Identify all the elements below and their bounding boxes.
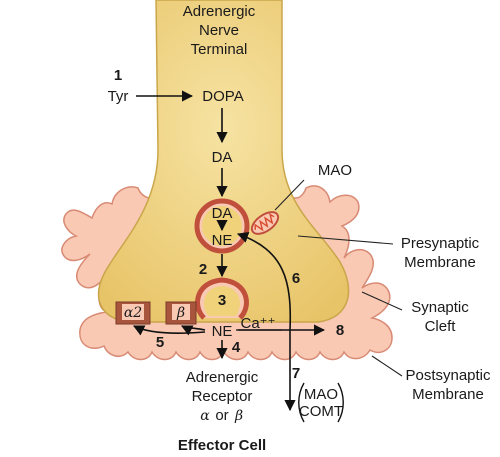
step-6-label: 6: [292, 270, 300, 287]
step-1-label: 1: [114, 67, 122, 84]
alpha2-receptor-label: α2: [124, 305, 142, 321]
metab-right-paren: [337, 382, 344, 423]
step-5-label: 5: [156, 334, 164, 351]
calcium-label: Ca⁺⁺: [240, 315, 275, 332]
synaptic-cleft-leader-line: [361, 291, 403, 311]
metab-left-paren: [298, 382, 305, 423]
mao-leader-line: [274, 179, 305, 211]
beta-receptor-label: β: [176, 305, 185, 321]
vesicle-ne-label: NE: [212, 232, 233, 249]
beta-receptor: [165, 301, 197, 325]
postsynaptic-leader-line: [371, 355, 403, 377]
released-ne-label: NE: [212, 323, 233, 340]
step-5-arrow-beta: [180, 325, 206, 336]
receptor-or-word: or: [215, 407, 228, 424]
step-8-label: 8: [336, 322, 344, 339]
presynaptic-leader-line: [297, 235, 394, 245]
nerve-terminal: [97, 0, 350, 323]
effector-cell-label: Effector Cell: [178, 437, 266, 454]
mao-label: MAO: [318, 162, 352, 179]
synaptic-cleft-label-line1: Synaptic: [411, 299, 469, 316]
step-2-label: 2: [199, 261, 207, 278]
metab-comt-label: COMT: [299, 403, 343, 420]
receptor-label-line1: Adrenergic: [186, 369, 259, 386]
dopa-label: DOPA: [202, 88, 243, 105]
da-label: DA: [212, 149, 233, 166]
terminal-label-line3: Terminal: [191, 41, 248, 58]
receptor-beta-symbol: β: [234, 408, 243, 424]
fusing-vesicle: [195, 277, 249, 320]
synaptic-cleft-label-line2: Cleft: [425, 318, 457, 335]
postsynaptic-label-line1: Postsynaptic: [405, 367, 491, 384]
step-3-label: 3: [218, 292, 226, 309]
alpha2-receptor: [115, 301, 151, 325]
terminal-label-line1: Adrenergic: [183, 3, 256, 20]
postsynaptic-label-line2: Membrane: [412, 386, 484, 403]
receptor-alpha-symbol: α: [200, 408, 210, 424]
terminal-label-line2: Nerve: [199, 22, 239, 39]
presynaptic-label-line2: Membrane: [404, 254, 476, 271]
step-6-reuptake-arrow: [236, 232, 292, 331]
presynaptic-label-line1: Presynaptic: [401, 235, 480, 252]
metab-mao-label: MAO: [304, 386, 338, 403]
mitochondrion-icon: [250, 211, 280, 235]
receptor-label-line2: Receptor: [192, 388, 253, 405]
step-4-label: 4: [232, 339, 241, 356]
step-5-arrow-alpha: [132, 325, 206, 336]
step-7-label: 7: [292, 365, 300, 382]
vesicle-da-label: DA: [212, 205, 233, 222]
tyr-label: Tyr: [108, 88, 129, 105]
